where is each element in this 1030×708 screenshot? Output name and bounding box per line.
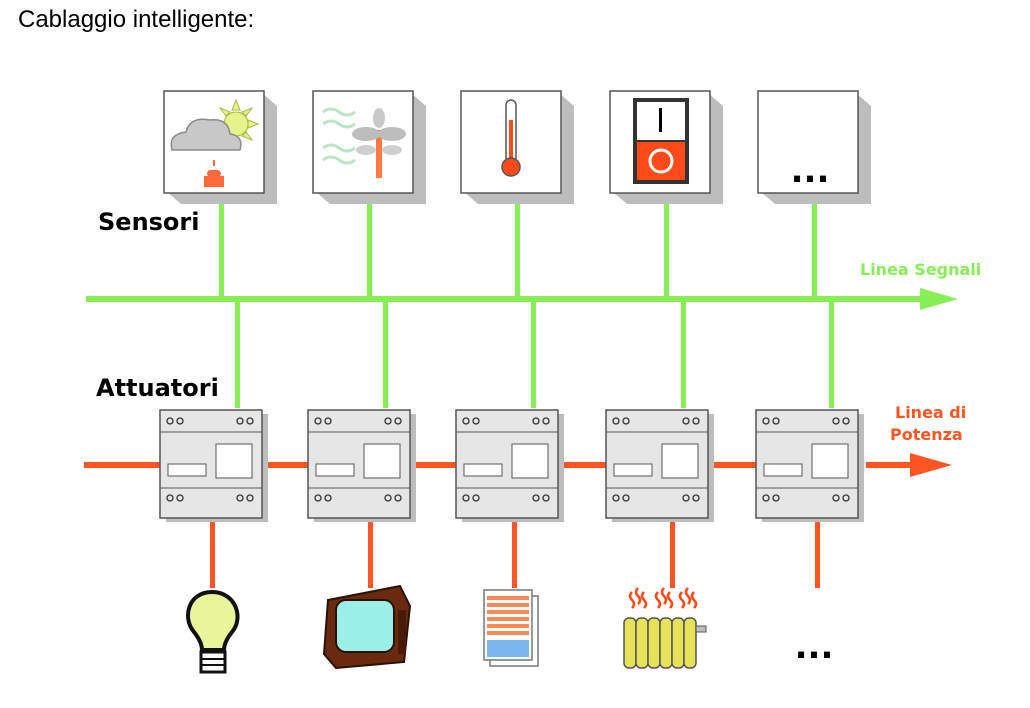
window-blind-icon — [483, 589, 539, 667]
more-sensors-icon: ... — [757, 90, 871, 204]
sensors-label: Sensori — [98, 208, 199, 236]
radiator-icon — [623, 587, 707, 669]
actuator-module — [159, 409, 268, 522]
load-connectors — [210, 520, 820, 588]
actuator-module — [307, 409, 416, 522]
actuators-label: Attuatori — [96, 374, 219, 402]
actuator-signal-connectors — [235, 300, 834, 408]
signal-line-label: Linea Segnali — [860, 260, 981, 279]
power-line-label-1: Linea di — [895, 403, 966, 422]
signal-line-arrow-icon — [920, 288, 958, 310]
television-icon — [322, 584, 412, 670]
thermometer-icon — [460, 90, 574, 204]
sensor-connectors — [219, 200, 817, 298]
more-sensors-label: ... — [791, 151, 830, 191]
actuator-module — [455, 409, 564, 522]
wind-sensor-icon — [312, 90, 426, 204]
weather-sensor-icon — [163, 90, 277, 204]
light-bulb-icon — [186, 589, 240, 674]
signal-line — [86, 288, 958, 310]
actuator-module — [755, 409, 864, 522]
more-loads-label: ... — [795, 627, 834, 667]
power-line — [84, 453, 952, 477]
actuator-modules — [159, 409, 864, 522]
switch-icon — [609, 90, 723, 204]
page-title: Cablaggio intelligente: — [18, 6, 255, 33]
actuator-module — [605, 409, 714, 522]
power-line-arrow-icon — [910, 453, 952, 477]
power-line-label-2: Potenza — [890, 425, 963, 444]
